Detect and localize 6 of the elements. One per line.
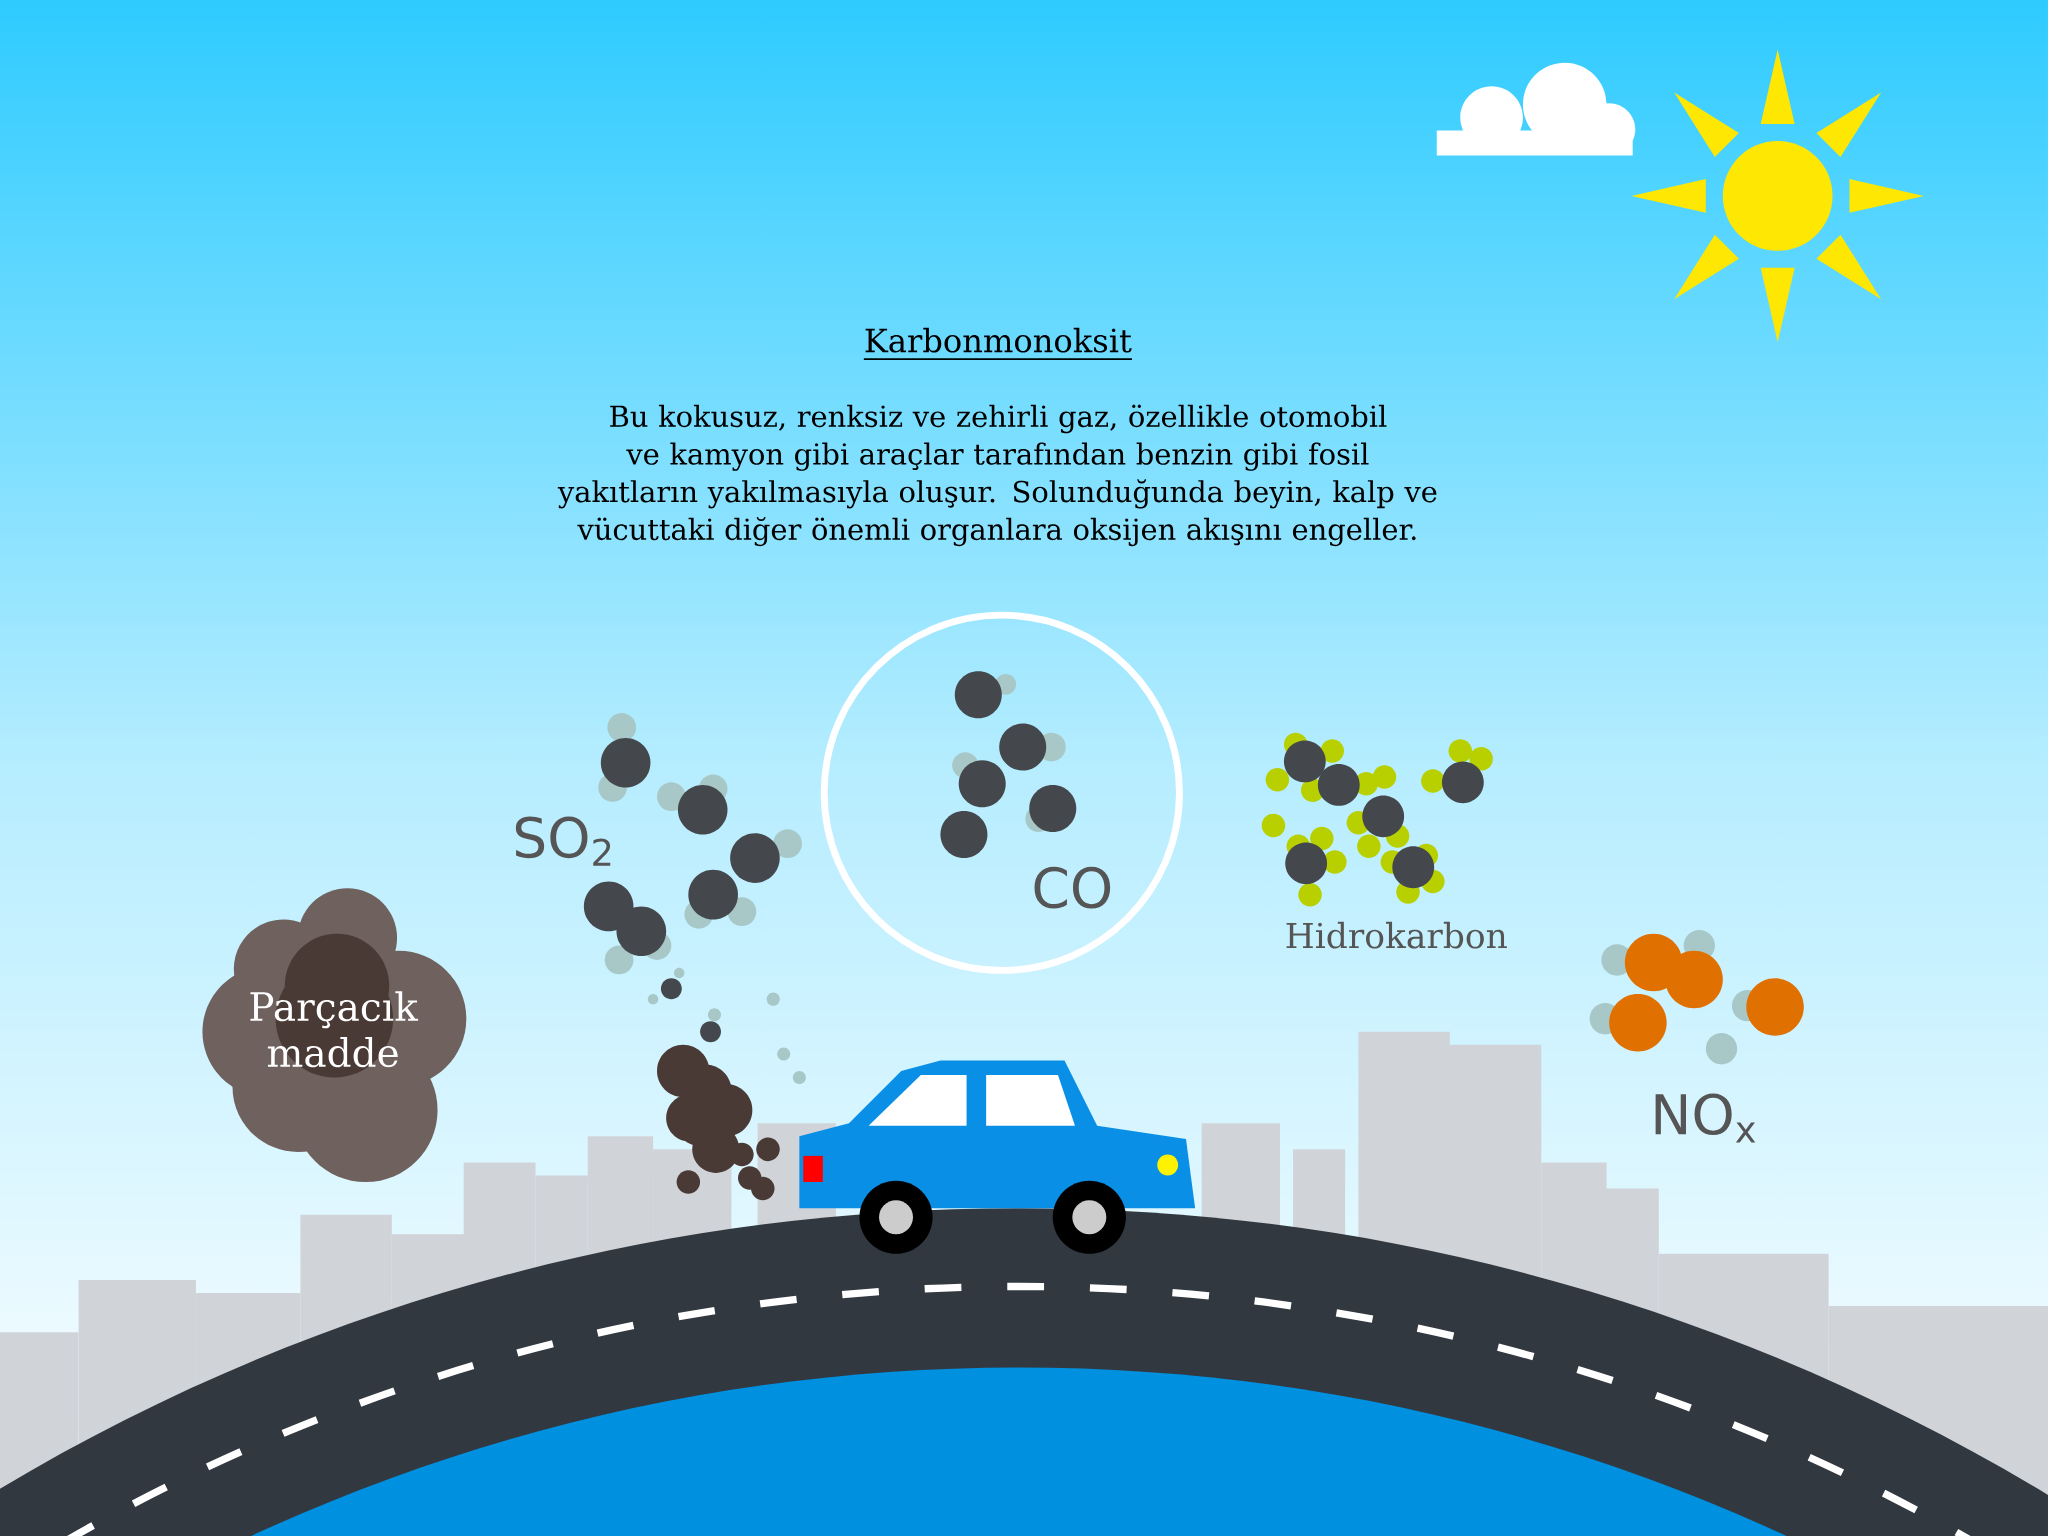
paragraph: Bu kokusuz, renksiz ve zehirli gaz, özellikle otomobil ve kamyon gibi araçlar tarafından benzin gibi fosil yakıtların yakılmasıyla oluşur. Solunduğunda beyin, kalp ve vücuttaki diğer önemli organlara oksijen akışını engeller.	[557, 404, 1437, 547]
label: Hidrokarbon	[1286, 921, 1507, 949]
formula-label: SO$_{2}$	[515, 816, 611, 866]
label: Parçacık madde	[250, 991, 419, 1068]
formula-label: NO$_{x}$	[1655, 1093, 1756, 1143]
heading: Karbonmonoksit	[862, 327, 1133, 360]
